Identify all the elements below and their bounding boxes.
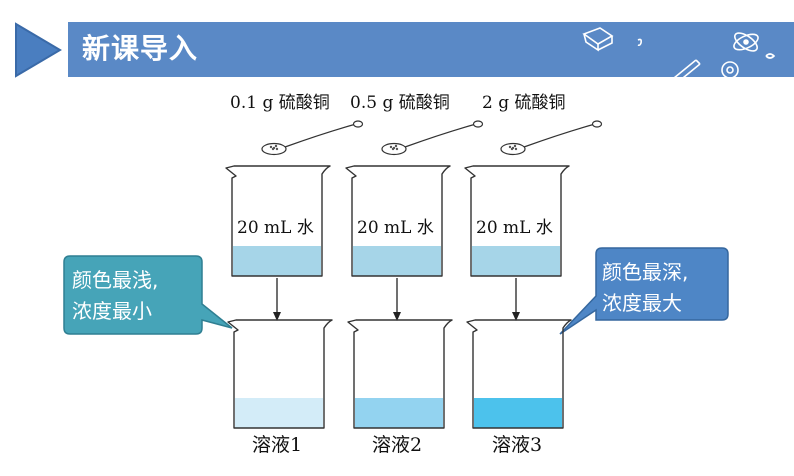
water-fill-1 xyxy=(233,246,321,276)
water-beaker-3 xyxy=(464,165,570,277)
copper-sulfate-grain-1-5 xyxy=(275,147,279,151)
copper-sulfate-grain-3-1 xyxy=(508,145,512,149)
water-fill-3 xyxy=(472,246,560,276)
callout-right-line-1: 颜色最深, xyxy=(602,260,689,284)
solution-beaker-3 xyxy=(466,319,572,429)
callout-right-text: 颜色最深, 浓度最大 xyxy=(602,257,688,319)
science-doodles-icon xyxy=(582,27,776,83)
copper-sulfate-grain-3-3 xyxy=(513,144,517,148)
water-beaker-1 xyxy=(225,165,331,277)
arrow-head-2 xyxy=(393,312,401,321)
water-label-1: 20 mL 水 xyxy=(237,218,314,238)
copper-sulfate-grain-2-5 xyxy=(395,147,399,151)
arrow-head-3 xyxy=(512,312,520,321)
page-title: 新课导入 xyxy=(82,32,199,65)
callout-right-line-2: 浓度最大 xyxy=(602,291,682,315)
solution-fill-1 xyxy=(235,398,323,428)
water-label-2: 20 mL 水 xyxy=(357,218,434,238)
copper-sulfate-grain-1-4 xyxy=(271,147,275,151)
copper-sulfate-grain-3-4 xyxy=(510,147,514,151)
solution-label-3: 溶液3 xyxy=(492,434,543,456)
spoon-label-3: 2 g 硫酸铜 xyxy=(482,93,566,113)
copper-sulfate-grain-3-5 xyxy=(514,147,518,151)
copper-sulfate-grain-2-1 xyxy=(389,145,393,149)
solution-label-2: 溶液2 xyxy=(372,434,423,456)
spoon-tip-3 xyxy=(591,120,603,128)
copper-sulfate-grain-1-1 xyxy=(269,145,273,149)
solution-fill-2 xyxy=(355,398,443,428)
arrow-head-1 xyxy=(273,312,281,321)
callout-left-text: 颜色最浅, 浓度最小 xyxy=(72,265,158,327)
callout-left-line-1: 颜色最浅, xyxy=(72,268,159,292)
spoon-handle-1 xyxy=(284,123,357,148)
copper-sulfate-grain-1-3 xyxy=(274,144,278,148)
spoon-label-1: 0.1 g 硫酸铜 xyxy=(230,93,330,113)
callout-right-bubble xyxy=(559,247,729,335)
spoon-tip-2 xyxy=(472,120,484,128)
spoon-handle-2 xyxy=(404,123,477,148)
callout-left-bubble xyxy=(63,255,233,335)
solution-fill-3 xyxy=(474,398,562,428)
water-beaker-2 xyxy=(345,165,451,277)
solution-label-1: 溶液1 xyxy=(252,434,303,456)
solution-beaker-1 xyxy=(227,319,333,429)
title-banner xyxy=(68,22,794,77)
spoon-tip-1 xyxy=(352,120,364,128)
water-fill-2 xyxy=(353,246,441,276)
play-arrow-icon xyxy=(15,22,62,78)
copper-sulfate-grain-2-4 xyxy=(391,147,395,151)
solution-beaker-2 xyxy=(347,319,453,429)
water-label-3: 20 mL 水 xyxy=(476,218,553,238)
copper-sulfate-grain-2-3 xyxy=(394,144,398,148)
spoon-label-2: 0.5 g 硫酸铜 xyxy=(350,93,450,113)
spoon-handle-3 xyxy=(523,123,596,148)
callout-left-line-2: 浓度最小 xyxy=(72,299,152,323)
